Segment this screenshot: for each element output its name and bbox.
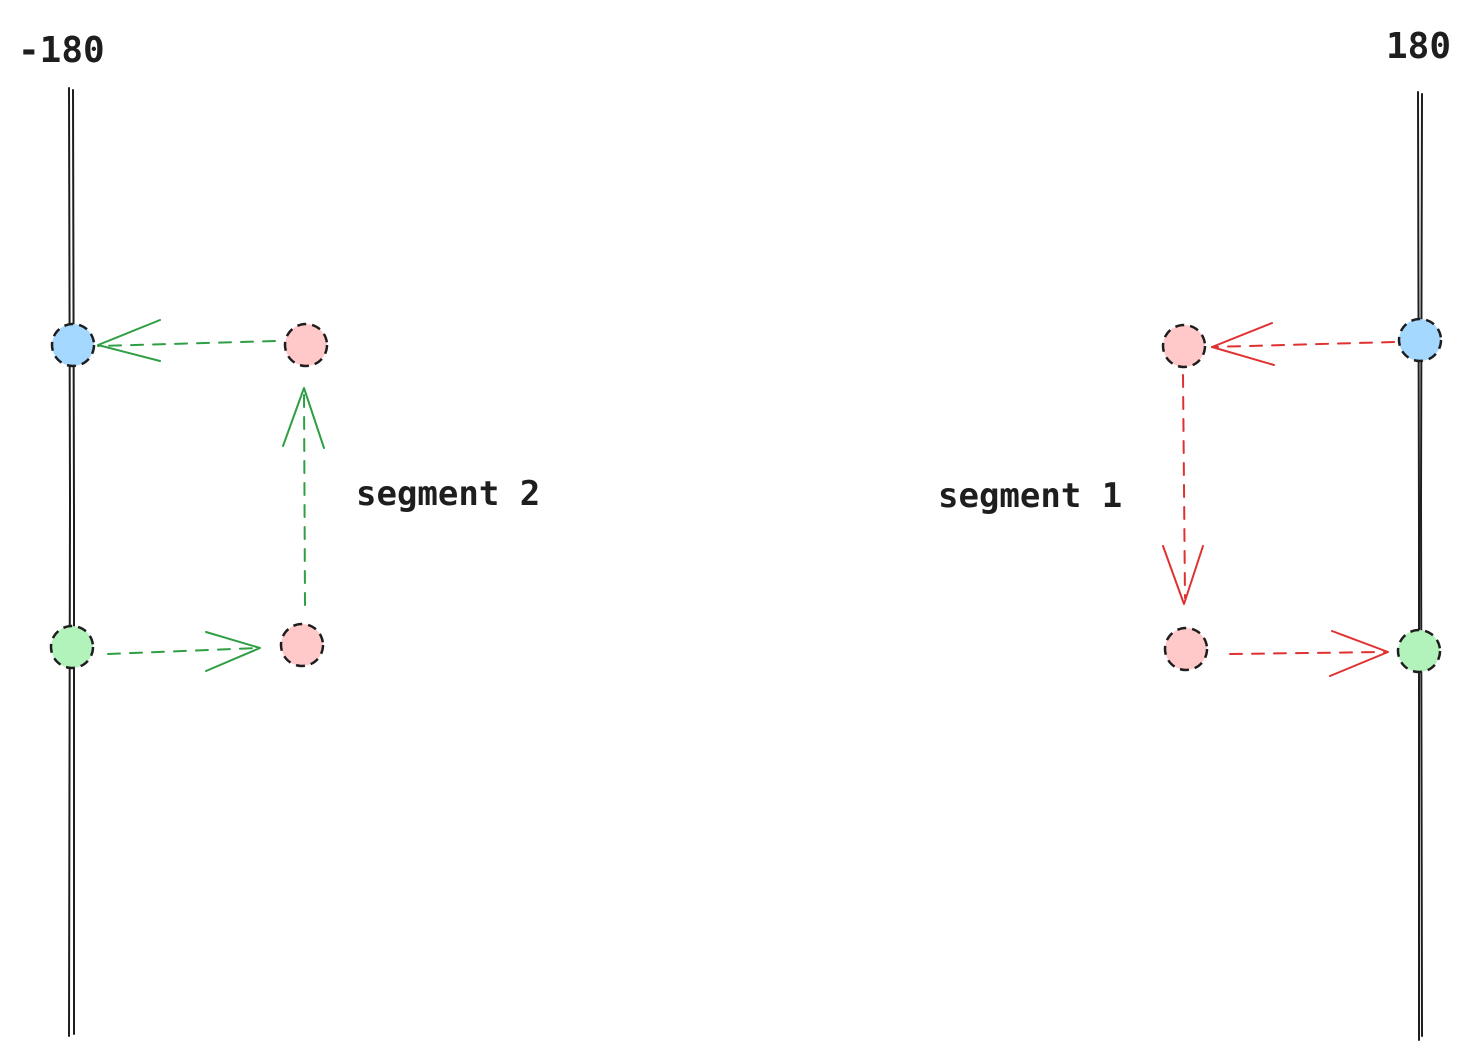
left-boundary-line [68, 87, 75, 1037]
segment-1-path [1162, 322, 1395, 677]
segment-2-label: segment 2 [356, 474, 540, 514]
segment-2-path [97, 319, 325, 672]
segment-2-arrow-left [97, 340, 276, 347]
right-boundary-label: 180 [1386, 26, 1451, 67]
segment-1-arrowhead-left [1211, 322, 1275, 366]
point-blue-right [1397, 317, 1443, 363]
segment-1-label: segment 1 [938, 476, 1122, 516]
segment-2-arrow-up [303, 391, 306, 606]
segment-2-arrowhead-right [205, 631, 261, 672]
point-blue-left [50, 322, 96, 368]
segment-1-arrowhead-right [1329, 630, 1389, 677]
point-green-left [49, 624, 95, 670]
right-boundary-line [1417, 91, 1423, 1041]
segment-2-arrowhead-up [282, 387, 325, 449]
segment-1-arrow-right [1229, 651, 1387, 655]
point-red-left-top [283, 322, 329, 368]
segment-1-arrow-left [1211, 341, 1395, 348]
point-red-right-top [1161, 323, 1207, 369]
segment-2-arrow-right [107, 647, 259, 655]
left-boundary-label: -180 [18, 30, 105, 71]
point-green-right [1396, 628, 1442, 674]
segment-1-arrowhead-down [1162, 545, 1204, 605]
segment-2-arrowhead-left [97, 319, 161, 362]
point-red-right-bottom [1163, 626, 1209, 672]
segment-1-arrow-down [1182, 374, 1186, 599]
point-red-left-bottom [279, 622, 325, 668]
